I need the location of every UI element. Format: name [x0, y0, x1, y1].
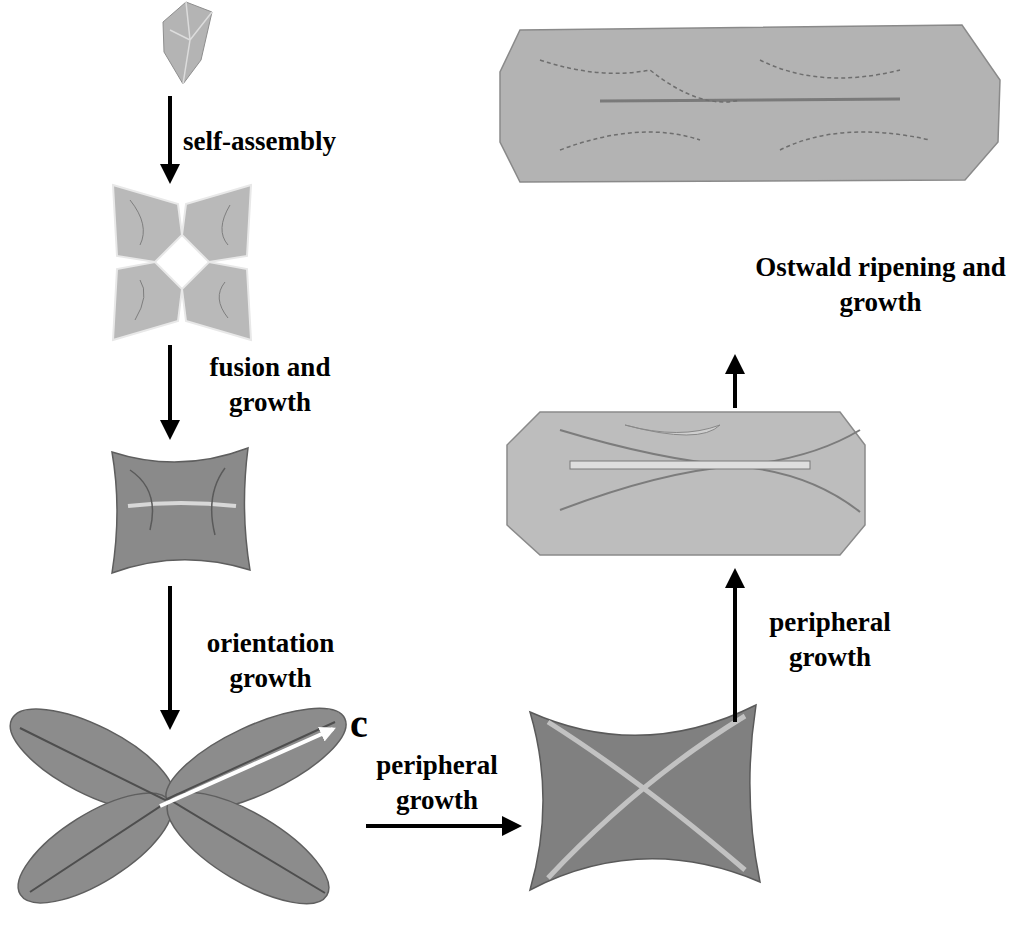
- final-crystal: [500, 25, 1000, 182]
- step-label: self-assembly: [183, 124, 398, 159]
- step-label: peripheral growth: [745, 605, 915, 675]
- step-label: Ostwald ripening and growth: [748, 250, 1013, 320]
- bowtie-crystal: [530, 705, 760, 890]
- step-label: peripheral growth: [362, 748, 512, 818]
- crystal-fragment: [163, 2, 212, 84]
- axis-label: c: [350, 700, 390, 748]
- x-shaped-crystal: [0, 688, 359, 925]
- self-assembled-crystals: [113, 185, 251, 340]
- c-axis-arrow: [160, 729, 333, 806]
- step-label: fusion and growth: [180, 350, 360, 420]
- process-arrows: [170, 96, 735, 826]
- step-label: orientation growth: [178, 626, 363, 696]
- fused-crystal: [112, 448, 250, 573]
- rod-crystal: [507, 412, 865, 555]
